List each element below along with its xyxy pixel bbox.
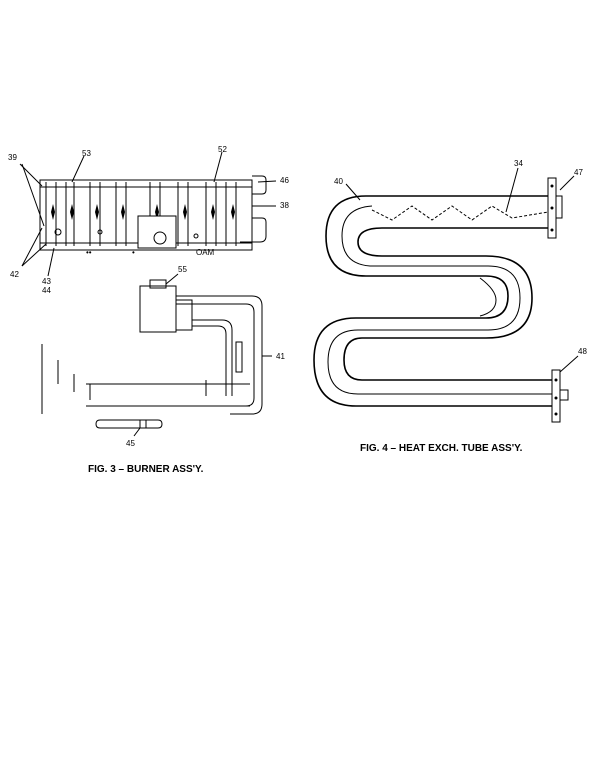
heat-exchanger-tube-inner — [343, 227, 556, 381]
burner-manifold-drawing: •• • OAM — [39, 175, 267, 257]
callout-34: 34 — [514, 159, 523, 168]
heat-exchanger-figure: 40 34 47 48 FIG. 4 – HEAT EXCH. TUBE ASS… — [313, 159, 587, 454]
callout-47: 47 — [574, 168, 583, 177]
callout-39: 39 — [8, 153, 17, 162]
callout-40: 40 — [334, 177, 343, 186]
svg-text:OAM: OAM — [196, 248, 215, 257]
callout-46: 46 — [280, 176, 289, 185]
burner-callout-leaders — [19, 151, 277, 277]
burner-figure-caption: FIG. 3 – BURNER ASS'Y. — [88, 464, 204, 475]
callout-52: 52 — [218, 145, 227, 154]
baffle-zigzag — [371, 205, 549, 221]
callout-53: 53 — [82, 149, 91, 158]
callout-44: 44 — [42, 286, 51, 295]
callout-41: 41 — [276, 352, 285, 361]
burner-assembly-figure: •• • OAM — [8, 145, 289, 475]
pilot-callout-leaders — [133, 273, 272, 437]
svg-text:••: •• — [86, 248, 92, 257]
svg-text:•: • — [132, 248, 135, 257]
callout-42: 42 — [10, 270, 19, 279]
heat-exchanger-tube-outer — [313, 195, 556, 407]
callout-38: 38 — [280, 201, 289, 210]
callout-55: 55 — [178, 265, 187, 274]
callout-43: 43 — [42, 277, 51, 286]
heat-exchanger-callout-leaders — [345, 167, 579, 373]
heat-exchanger-figure-caption: FIG. 4 – HEAT EXCH. TUBE ASS'Y. — [360, 443, 523, 454]
callout-48: 48 — [578, 347, 587, 356]
callout-45: 45 — [126, 439, 135, 448]
pilot-assembly-drawing — [41, 279, 263, 429]
